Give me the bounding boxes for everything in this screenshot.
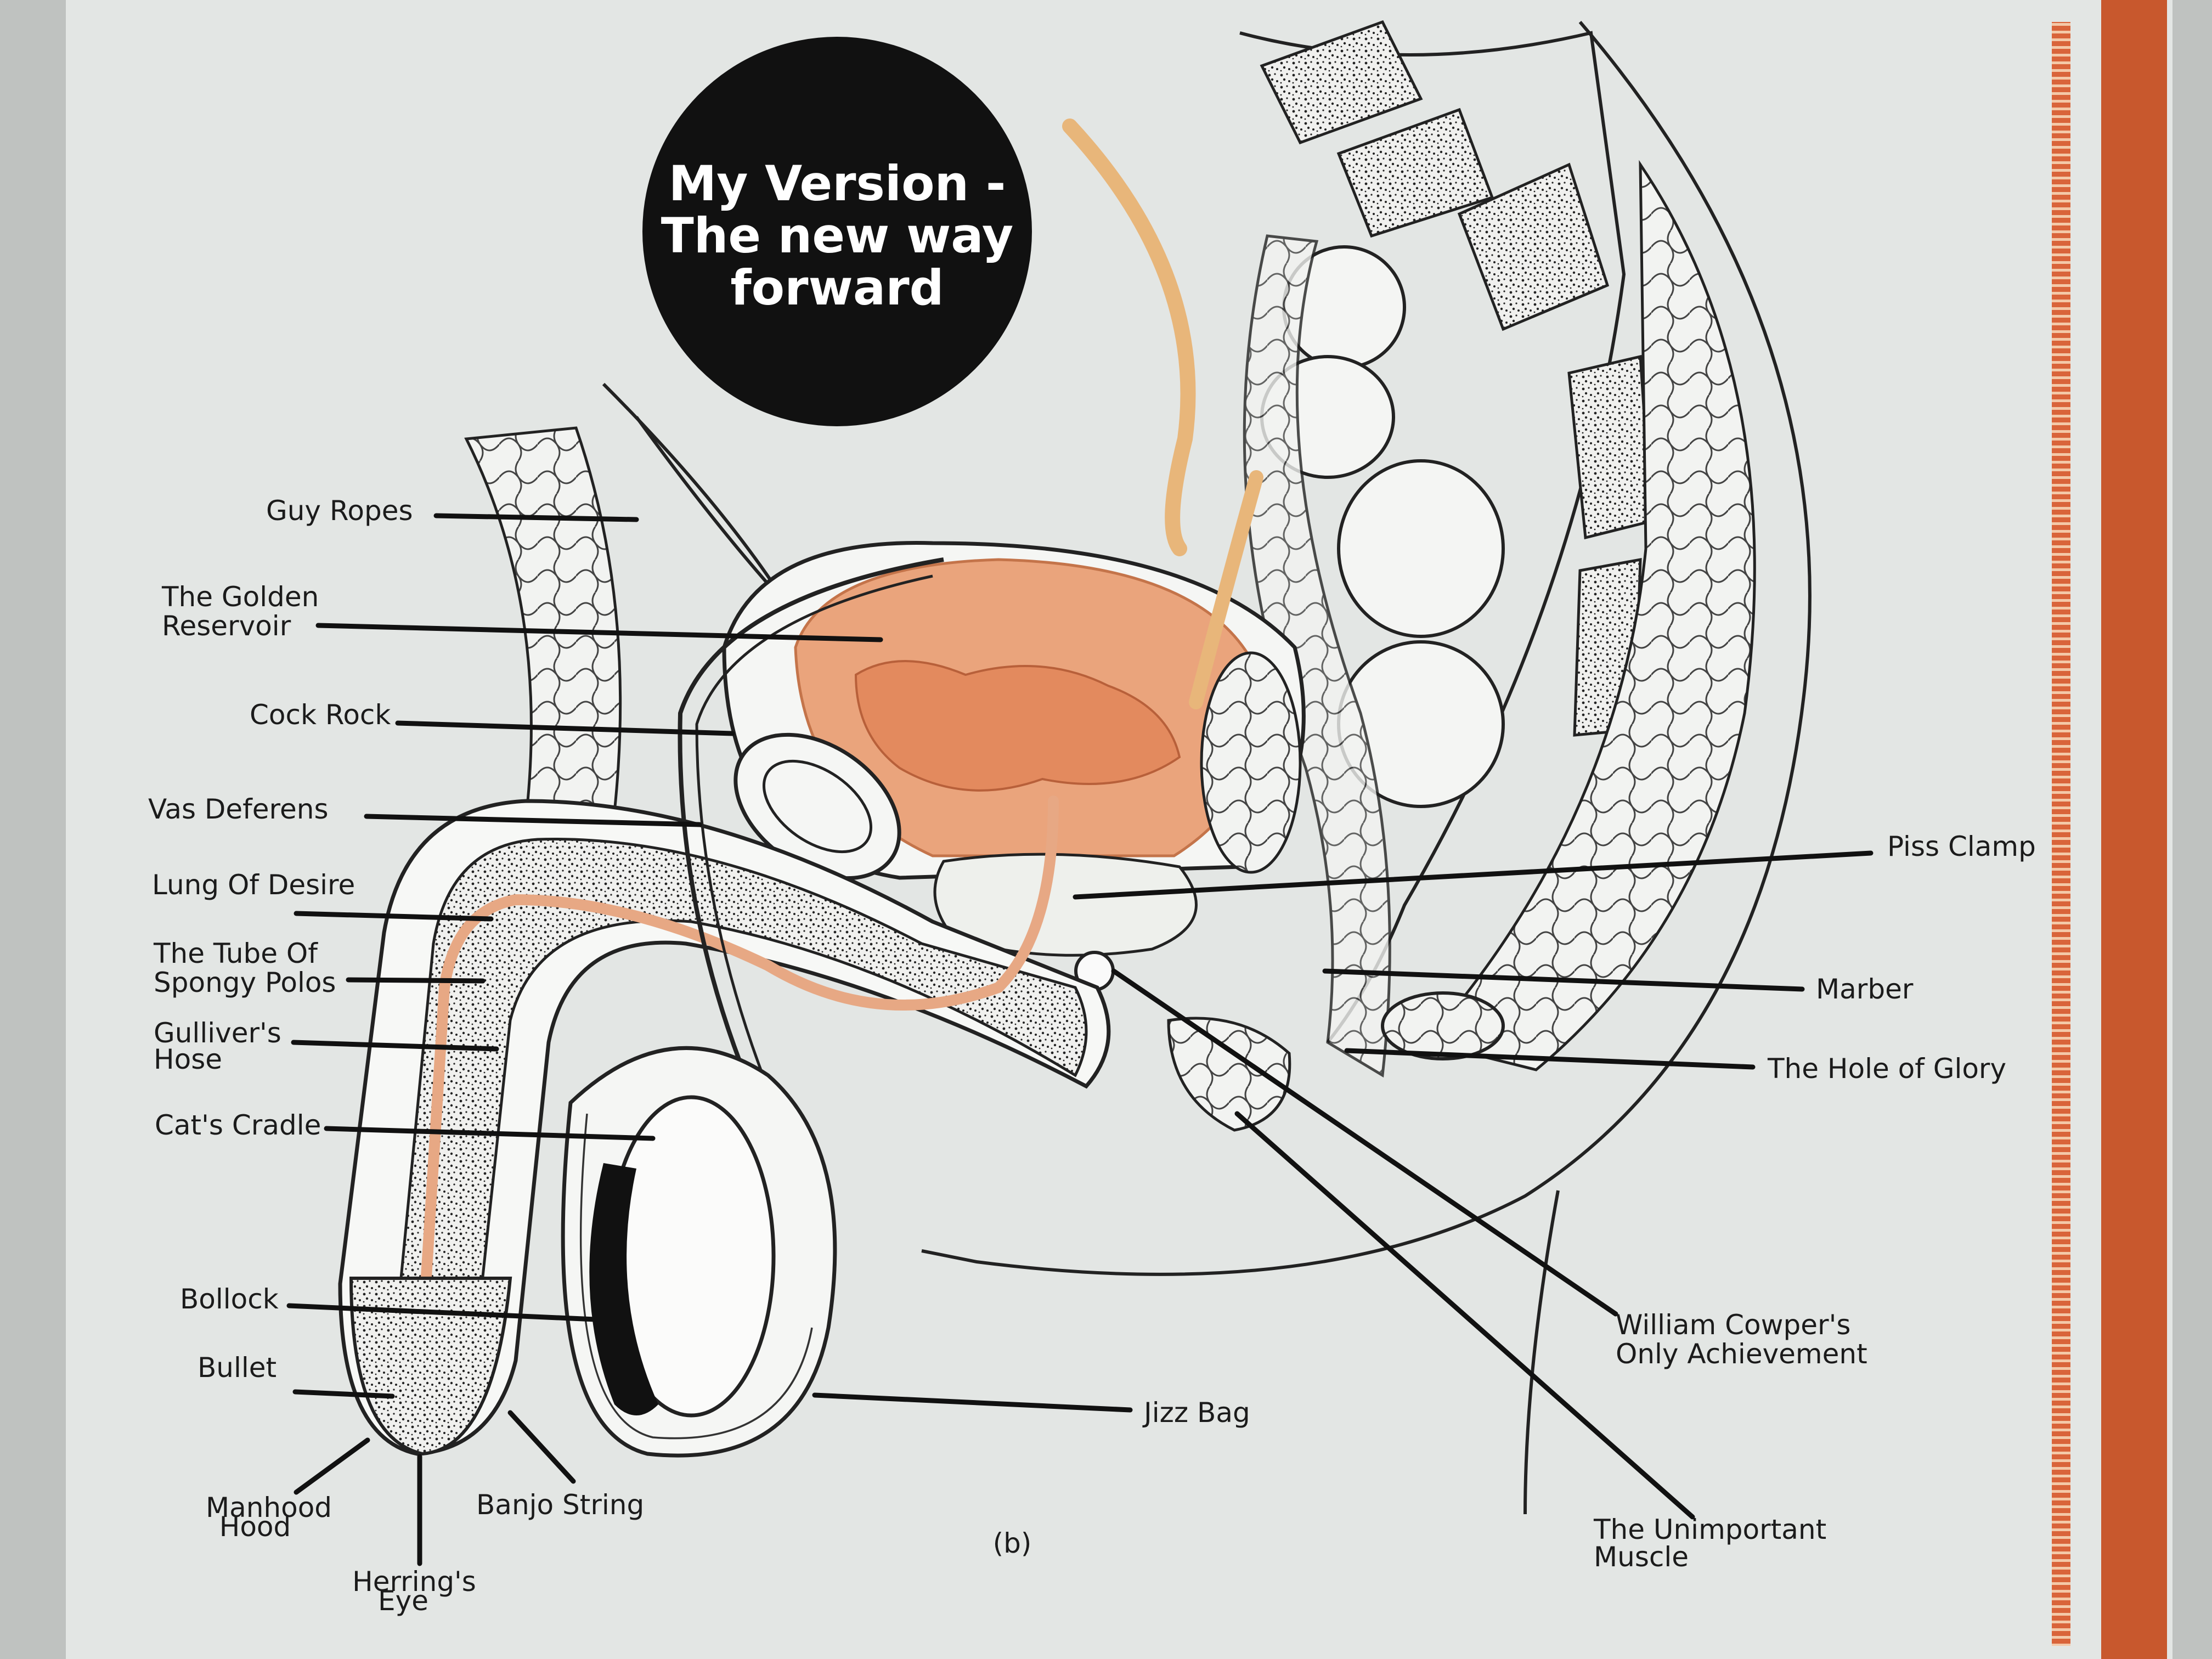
label-text: The Hole of Glory: [1767, 1053, 2006, 1085]
label-gullivers-hose: Gulliver's Hose: [154, 1017, 499, 1075]
label-text: The Unimportant: [1593, 1514, 1826, 1545]
body-outline-leg: [1523, 1190, 1560, 1515]
label-cats-cradle: Cat's Cradle: [155, 1109, 656, 1141]
label-text: The Tube Of: [153, 938, 318, 969]
orange-side-stripe: [2101, 0, 2167, 1659]
label-text: Herring's: [352, 1566, 476, 1598]
leader-line: [346, 977, 486, 984]
leader-line: [812, 1392, 1133, 1413]
leader-line: [294, 1437, 370, 1495]
badge-line-1: My Version -: [669, 155, 1006, 212]
leader-line: [286, 1303, 598, 1322]
label-guy-ropes: Guy Ropes: [266, 495, 639, 527]
glans: [349, 1277, 512, 1456]
badge-circle: [642, 37, 1032, 426]
leader-line: [364, 814, 702, 827]
vertebra-1: [1260, 20, 1423, 145]
label-william-cowper: William Cowper's Only Achievement: [1111, 968, 1867, 1370]
badge-line-3: forward: [730, 259, 944, 316]
leader-line: [1234, 1111, 1695, 1520]
rectum-tube: [1243, 234, 1391, 1078]
label-text: Jizz Bag: [1142, 1397, 1250, 1429]
label-tube-of-spongy-polos: The Tube Of Spongy Polos: [153, 938, 486, 998]
body-outline-back: [921, 21, 1812, 1276]
leader-line: [291, 1040, 499, 1052]
label-text: Only Achievement: [1616, 1338, 1867, 1370]
leader-line: [294, 911, 494, 922]
striped-edge: [2052, 22, 2070, 1646]
label-herrings-eye: Herring's Eye: [352, 1454, 476, 1617]
scrotum-inner: [579, 1113, 813, 1440]
figure-caption: (b): [993, 1527, 1032, 1559]
bladder-lumen: [854, 660, 1181, 792]
version-badge: My Version - The new way forward: [642, 37, 1032, 426]
leader-line: [1322, 968, 1805, 992]
label-text: Hood: [219, 1511, 291, 1543]
label-text: Piss Clamp: [1887, 831, 2036, 862]
perineal-muscle: [1167, 1017, 1291, 1132]
leader-line: [315, 623, 883, 642]
leader-line: [1344, 1048, 1756, 1070]
anatomy-illustration: [338, 20, 1812, 1515]
vertebra-2: [1336, 108, 1494, 238]
seminal-vesicle: [1200, 651, 1302, 874]
label-text: Spongy Polos: [154, 967, 336, 998]
ureter-left: [1062, 119, 1196, 556]
label-text: Cock Rock: [250, 699, 391, 731]
leader-line: [1073, 850, 1874, 900]
leader-line: [324, 1126, 656, 1141]
pubic-bone-inner: [762, 759, 873, 854]
label-cock-rock: Cock Rock: [250, 699, 735, 736]
label-jizz-bag: Jizz Bag: [812, 1392, 1250, 1429]
leader-line: [1111, 968, 1618, 1317]
label-text: Vas Deferens: [148, 793, 329, 825]
label-text: Hose: [154, 1043, 222, 1075]
bowel-loop-2: [1337, 459, 1505, 638]
label-bollock: Bollock: [180, 1283, 598, 1322]
label-unimportant-muscle: The Unimportant Muscle: [1234, 1111, 1826, 1573]
label-text: Marber: [1816, 973, 1914, 1005]
anal-sphincter: [1381, 991, 1505, 1060]
leader-line: [507, 1410, 576, 1484]
label-piss-clamp: Piss Clamp: [1073, 831, 2036, 900]
label-hole-of-glory: The Hole of Glory: [1344, 1048, 2006, 1085]
label-text: Guy Ropes: [266, 495, 413, 527]
ureter-right: [1189, 470, 1263, 709]
epididymis: [589, 1163, 658, 1415]
label-vas-deferens: Vas Deferens: [148, 793, 702, 827]
label-text: Lung Of Desire: [152, 869, 355, 901]
label-text: Cat's Cradle: [155, 1109, 321, 1141]
leader-line: [395, 720, 735, 736]
vas-deferens-2: [695, 574, 933, 1142]
label-marber: Marber: [1322, 968, 1914, 1005]
leader-line: [292, 1389, 395, 1399]
label-text: Reservoir: [162, 610, 291, 642]
label-text: Manhood: [206, 1492, 332, 1523]
label-text: The Golden: [161, 581, 319, 613]
label-manhood-hood: Manhood Hood: [206, 1437, 370, 1543]
label-text: Banjo String: [476, 1489, 644, 1521]
label-golden-reservoir: The Golden Reservoir: [161, 581, 883, 642]
leader-line: [433, 513, 639, 522]
label-text: Gulliver's: [154, 1017, 281, 1049]
back-fat-tissue: [1424, 160, 1756, 1071]
label-text: William Cowper's: [1616, 1309, 1850, 1341]
label-text: Bollock: [180, 1283, 279, 1315]
label-text: Bullet: [198, 1352, 276, 1384]
label-lung-of-desire: Lung Of Desire: [152, 869, 494, 922]
label-bullet: Bullet: [198, 1352, 395, 1399]
label-banjo-string: Banjo String: [476, 1410, 644, 1521]
vertebra-3: [1457, 162, 1610, 331]
label-text: Eye: [378, 1585, 428, 1617]
urethra: [411, 795, 1059, 1432]
badge-line-2: The new way: [661, 207, 1014, 264]
label-text: Muscle: [1594, 1541, 1689, 1573]
